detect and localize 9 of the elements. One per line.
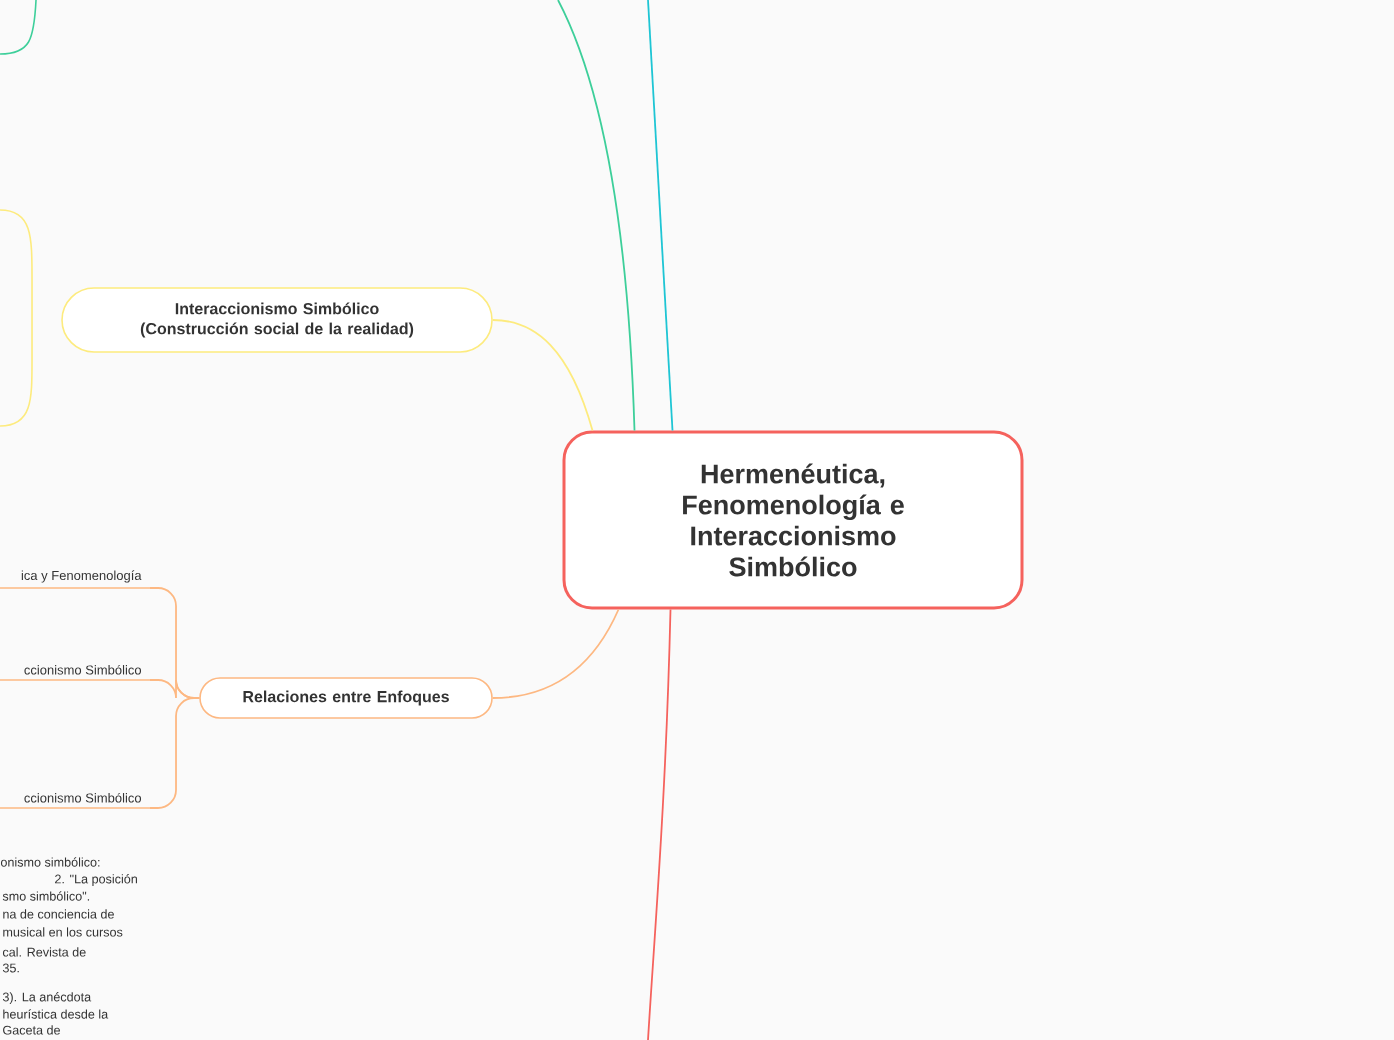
topic-box: Interaccionismo Simbólico (Construcción social de la realidad) <box>61 287 493 353</box>
branch-line <box>491 608 620 699</box>
central-topic-box: Hermenéutica, Fenomenología e Interaccionismo Simbólico <box>562 430 1024 610</box>
branch-line <box>647 0 674 432</box>
branch-line <box>149 697 201 809</box>
branch-line <box>557 0 636 432</box>
topic-box: Relaciones entre Enfoques <box>199 677 493 719</box>
branch-line <box>647 608 672 1040</box>
branch-line <box>491 319 594 432</box>
